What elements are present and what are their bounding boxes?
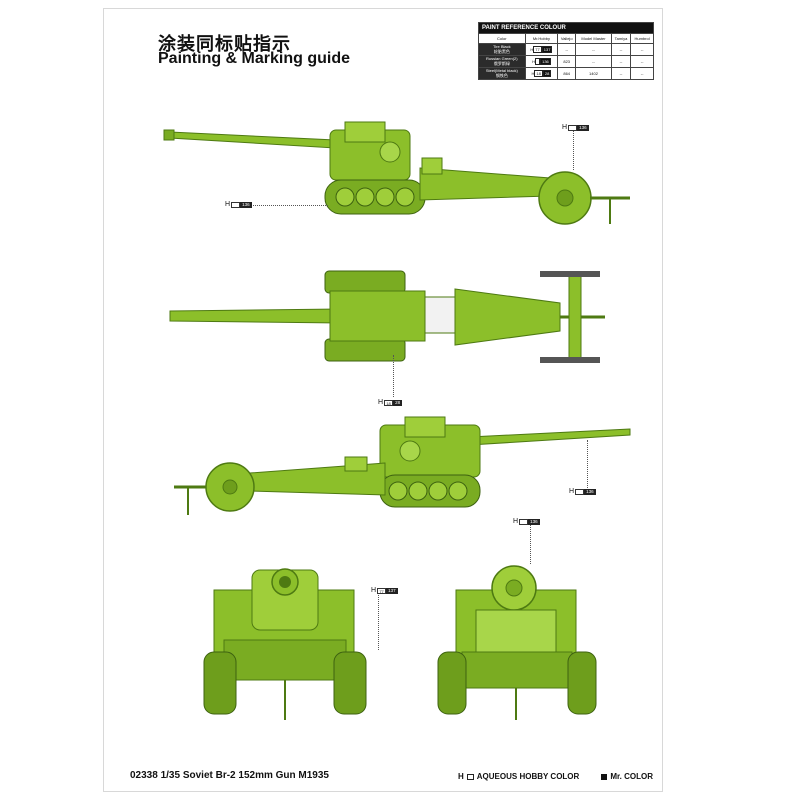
tamiya-code: -- <box>610 67 632 80</box>
top-view-illustration <box>169 270 605 363</box>
header-modelmaster: Model Master <box>575 33 612 44</box>
front-view-illustration <box>203 568 367 720</box>
color-name: Steel(Metal black)钢铁色 <box>478 67 526 80</box>
humbrol-code: -- <box>630 67 654 80</box>
mrhobby-code: H 136 <box>524 55 559 68</box>
header-tamiya: Tamiya <box>610 33 632 44</box>
leader-line <box>573 130 574 170</box>
side-view-left-illustration <box>163 121 630 225</box>
product-caption: 02338 1/35 Soviet Br-2 152mm Gun M1935 <box>130 770 329 781</box>
title-english: Painting & Marking guide <box>158 50 351 67</box>
modelmaster-code: 1402 <box>575 67 612 80</box>
header-color: Color <box>478 33 526 44</box>
table-row: Russian Green(2)俄罗斯绿 H 136 823 -- -- -- <box>478 55 654 68</box>
leader-line <box>530 524 531 564</box>
black-square-icon <box>601 773 608 780</box>
color-name: Russian Green(2)俄罗斯绿 <box>478 55 526 68</box>
legend-aqueous: H AQUEOUS HOBBY COLOR <box>458 772 580 781</box>
rear-view-illustration <box>437 565 597 720</box>
vallejo-code: -- <box>557 43 577 56</box>
aqueous-box-icon <box>466 773 474 780</box>
vallejo-code: 823 <box>557 55 577 68</box>
vallejo-code: 864 <box>557 67 577 80</box>
header-mrhobby: Mr.Hobby <box>524 33 559 44</box>
title-chinese: 涂装同标贴指示 <box>158 34 291 55</box>
humbrol-code: -- <box>630 43 654 56</box>
leader-line <box>378 595 379 650</box>
header-humbrol: Humbrol <box>630 33 654 44</box>
leader-line <box>248 205 328 206</box>
side-view-right-illustration <box>174 416 631 515</box>
tamiya-code: -- <box>610 55 632 68</box>
table-caption: PAINT REFERENCE COLOUR <box>478 22 654 34</box>
legend-mr-color: Mr. COLOR <box>601 772 653 781</box>
tamiya-code: -- <box>610 43 632 56</box>
color-legend: H AQUEOUS HOBBY COLOR Mr. COLOR <box>458 772 653 781</box>
leader-line <box>587 440 588 490</box>
page-border <box>103 8 663 792</box>
paint-reference-table: PAINT REFERENCE COLOUR Color Mr.Hobby Va… <box>478 22 654 80</box>
humbrol-code: -- <box>630 55 654 68</box>
modelmaster-code: -- <box>575 55 612 68</box>
leader-line <box>393 355 394 397</box>
header-vallejo: Vallejo <box>557 33 577 44</box>
modelmaster-code: -- <box>575 43 612 56</box>
